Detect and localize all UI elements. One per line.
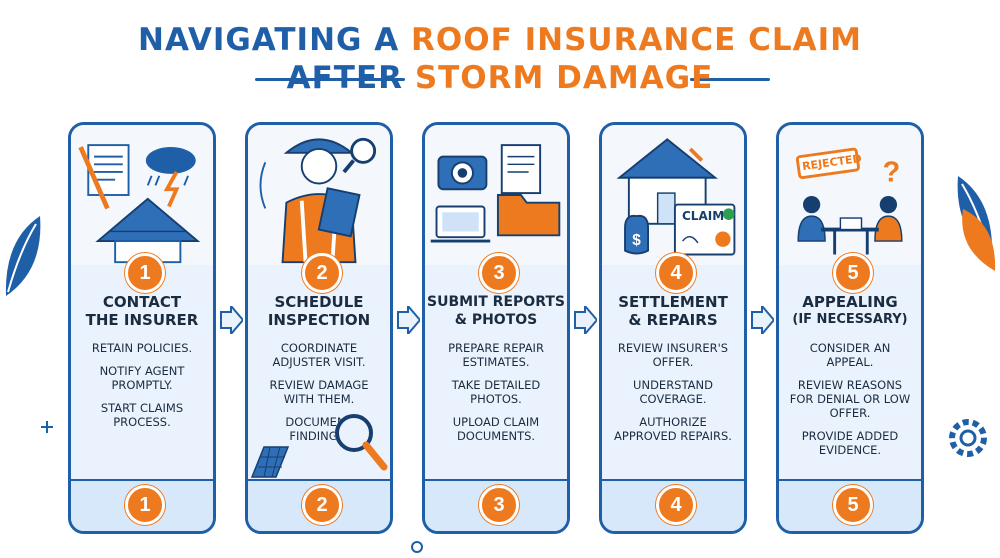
step-3-bullet-1: PREPARE REPAIR ESTIMATES.: [448, 341, 544, 369]
step-1-heading: CONTACT THE INSURER: [71, 293, 213, 329]
step-3-bullet-3: UPLOAD CLAIM DOCUMENTS.: [452, 415, 540, 443]
step-5-bullets: CONSIDER AN APPEAL. REVIEW REASONS FOR D…: [785, 341, 915, 466]
step-3-bullets: PREPARE REPAIR ESTIMATES. TAKE DETAILED …: [431, 341, 561, 452]
step-5-heading: APPEALING (IF NECESSARY): [779, 293, 921, 329]
step-2-heading-line-2: INSPECTION: [267, 311, 371, 329]
step-4-bullets: REVIEW INSURER'S OFFER. UNDERSTAND COVER…: [608, 341, 738, 452]
step-2-badge-top: 2: [302, 253, 342, 293]
step-card-3: 3 SUBMIT REPORTS & PHOTOS PREPARE REPAIR…: [422, 122, 570, 534]
step-4-badge-top: 4: [656, 253, 696, 293]
step-4-heading-line-2: & REPAIRS: [628, 311, 718, 329]
step-1-bullet-1: RETAIN POLICIES.: [91, 341, 193, 355]
step-3-badge-top: 3: [479, 253, 519, 293]
step-5-heading-line-2: (IF NECESSARY): [792, 312, 908, 327]
step-5-badge-bottom: 5: [833, 485, 873, 525]
step-card-2: 2 SCHEDULE INSPECTION COORDINATE ADJUSTE…: [245, 122, 393, 534]
storm-house-icon: [78, 144, 201, 264]
title-part-1: NAVIGATING A: [138, 22, 400, 58]
step-5-bullet-3: PROVIDE ADDED EVIDENCE.: [801, 429, 899, 457]
step-2-heading-line-1: SCHEDULE: [274, 293, 364, 311]
step-4-heading: SETTLEMENT & REPAIRS: [602, 293, 744, 329]
step-2-badge-bottom: 2: [302, 485, 342, 525]
step-1-badge-bottom: 1: [125, 485, 165, 525]
step-3-heading-line-1: SUBMIT REPORTS: [427, 294, 565, 310]
step-card-4: $ CLAIM 4 SETTLEMENT & REPAIRS REVIEW IN…: [599, 122, 747, 534]
step-3-bullet-2: TAKE DETAILED PHOTOS.: [451, 378, 541, 406]
camera-folder-icon: [430, 144, 561, 243]
title-part-2: ROOF INSURANCE CLAIM: [411, 22, 862, 58]
step-5-bullet-2: REVIEW REASONS FOR DENIAL OR LOW OFFER.: [789, 378, 911, 420]
step-3-badge-bottom: 3: [479, 485, 519, 525]
step-2-bullet-2: REVIEW DAMAGE WITH THEM.: [269, 378, 369, 406]
step-5-bullet-1: CONSIDER AN APPEAL.: [809, 341, 891, 369]
svg-text:$: $: [632, 232, 641, 249]
arrow-right-icon: [574, 306, 597, 334]
step-4-bullet-1: REVIEW INSURER'S OFFER.: [617, 341, 729, 369]
step-card-1: 1 CONTACT THE INSURER RETAIN POLICIES. N…: [68, 122, 216, 534]
step-2-bullet-1: COORDINATE ADJUSTER VISIT.: [272, 341, 366, 369]
circle-decoration-icon: [411, 541, 423, 553]
arrow-right-icon: [397, 306, 420, 334]
house-repair-icon: $: [616, 138, 736, 256]
step-1-heading-line-2: THE INSURER: [85, 311, 199, 329]
step-5-badge-top: 5: [833, 253, 873, 293]
step-3-heading: SUBMIT REPORTS & PHOTOS: [425, 293, 567, 329]
adjuster-icon: [259, 137, 377, 264]
magnifier-icon: [335, 414, 388, 471]
step-2-bullet-3: DOCUMENT FINDINGS.: [285, 415, 353, 443]
step-1-bullets: RETAIN POLICIES. NOTIFY AGENT PROMPTLY. …: [77, 341, 207, 438]
page-title-line-2: AFTER STORM DAMAGE: [0, 60, 1000, 96]
title-rule-right: [690, 78, 770, 81]
plus-decoration-icon: [41, 421, 53, 433]
leaf-left-icon: [5, 216, 41, 296]
arrow-right-icon: [220, 306, 243, 334]
step-1-bullet-2: NOTIFY AGENT PROMPTLY.: [99, 364, 185, 392]
title-part-3: AFTER: [286, 60, 404, 96]
step-1-heading-line-1: CONTACT: [102, 293, 182, 311]
step-2-bullets: COORDINATE ADJUSTER VISIT. REVIEW DAMAGE…: [254, 341, 384, 452]
arrow-right-icon: [751, 306, 774, 334]
step-3-heading-line-2: & PHOTOS: [454, 312, 538, 328]
title-part-4: STORM DAMAGE: [414, 60, 714, 96]
svg-text:?: ?: [883, 157, 901, 189]
step-1-badge-top: 1: [125, 253, 165, 293]
title-rule-left: [255, 78, 405, 81]
step-4-heading-line-1: SETTLEMENT: [618, 293, 728, 311]
step-4-badge-bottom: 4: [656, 485, 696, 525]
step-5-heading-line-1: APPEALING: [802, 293, 898, 311]
gear-bottom-right-icon: [949, 419, 987, 457]
meeting-icon: ?: [795, 147, 903, 255]
roof-tiles-icon: [250, 446, 290, 478]
step-4-bullet-2: UNDERSTAND COVERAGE.: [633, 378, 713, 406]
orange-leaf-right-icon: [962, 209, 996, 271]
claim-form-label: CLAIM: [682, 209, 725, 223]
step-1-bullet-3: START CLAIMS PROCESS.: [100, 401, 184, 429]
step-2-heading: SCHEDULE INSPECTION: [248, 293, 390, 329]
step-4-bullet-3: AUTHORIZE APPROVED REPAIRS.: [614, 415, 732, 443]
page-title-line-1: NAVIGATING A ROOF INSURANCE CLAIM: [0, 22, 1000, 58]
step-card-5: ? REJECTED 5 APPEALING (IF NECESSARY) CO…: [776, 122, 924, 534]
